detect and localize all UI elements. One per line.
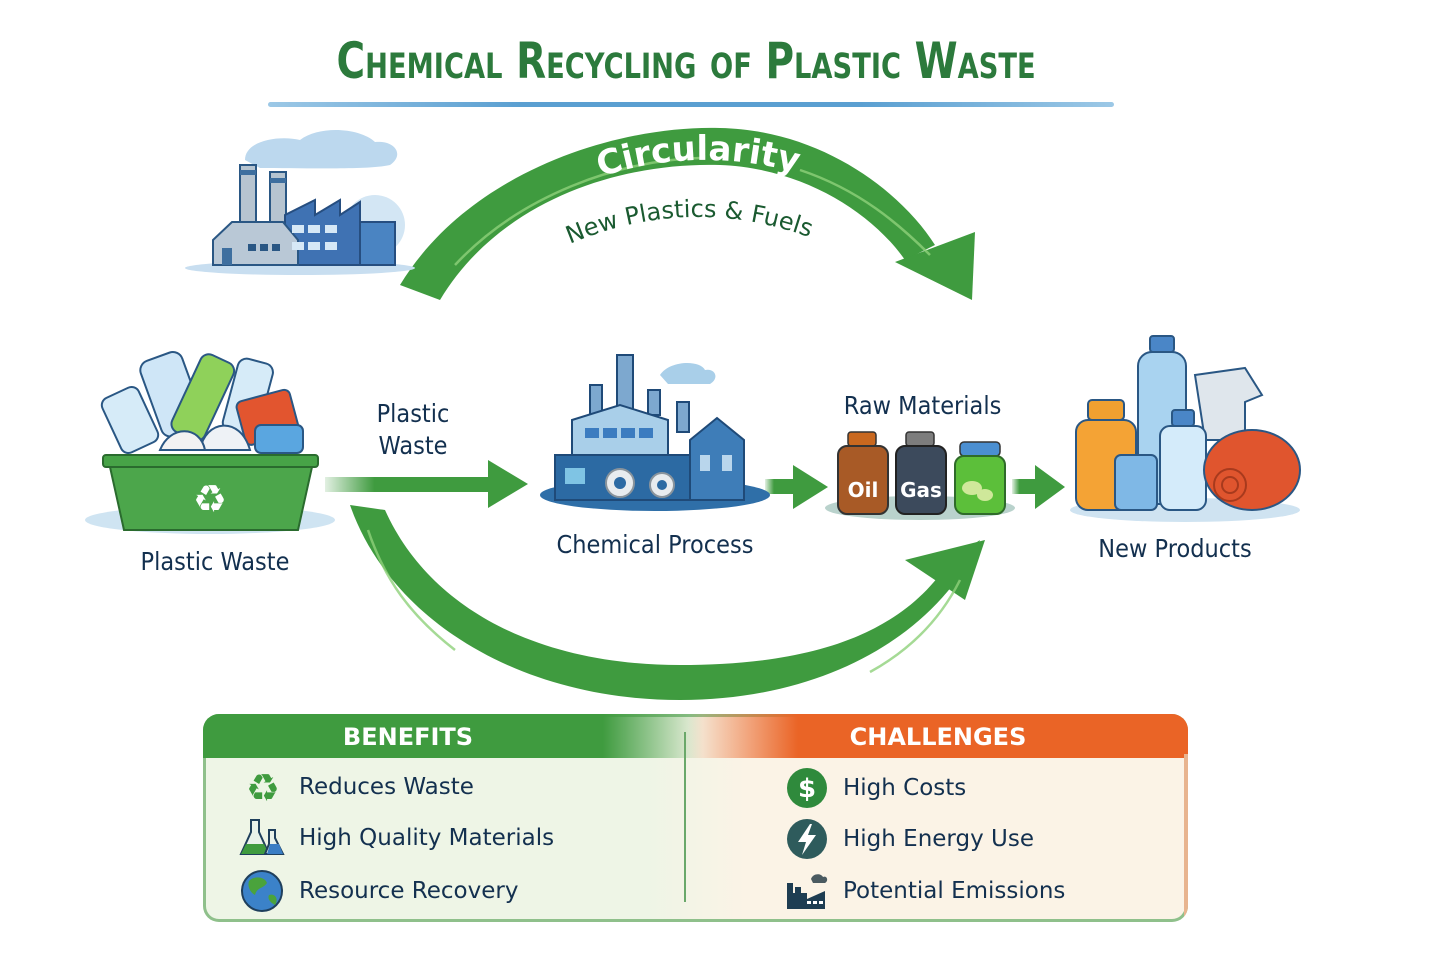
lab-flask-icon: [239, 816, 287, 860]
raw-materials-jars-icon: Oil Gas: [825, 431, 1015, 520]
stage-label-raw-materials: Raw Materials: [843, 391, 1002, 420]
factory-icon: [185, 130, 415, 275]
challenge-item: Potential Emissions: [783, 869, 1065, 913]
stage-label-chemical-process: Chemical Process: [556, 530, 754, 559]
factory-emissions-icon: [783, 869, 831, 913]
globe-icon: [239, 869, 287, 913]
challenge-item: High Energy Use: [783, 817, 1034, 861]
arrow-raw-to-products: [1012, 465, 1065, 509]
bottom-loop-arrowhead: [905, 540, 985, 600]
svg-text:♻: ♻: [193, 477, 227, 521]
dollar-icon: $: [783, 766, 831, 810]
chemical-plant-icon: [540, 354, 770, 511]
svg-text:♻: ♻: [246, 766, 280, 810]
benefit-item: ♻ Reduces Waste: [239, 765, 474, 810]
bottom-loop-arc: [350, 505, 985, 700]
arrow-process-to-raw: [765, 465, 828, 509]
arrow-label-line1: Plastic: [376, 399, 450, 428]
circularity-label: Circularity: [592, 129, 804, 186]
new-products-icon: [1070, 335, 1301, 522]
recycle-icon: ♻: [239, 765, 287, 810]
challenges-header: CHALLENGES: [688, 714, 1188, 758]
benefit-item: High Quality Materials: [239, 816, 554, 860]
svg-text:Oil: Oil: [848, 478, 879, 502]
title-underline: [268, 102, 1114, 107]
page-title: Chemical Recycling of Plastic Waste: [336, 32, 1036, 90]
circularity-arc: [400, 127, 975, 300]
panel-right-edge: [1184, 754, 1188, 922]
oil-jar: Oil: [837, 431, 889, 515]
stage-label-plastic-waste: Plastic Waste: [140, 547, 290, 576]
arrow-label-line2: Waste: [378, 431, 448, 460]
recycling-bin-icon: ♻: [85, 351, 335, 534]
benefits-challenges-panel: BENEFITS CHALLENGES ♻ Reduces Waste High…: [203, 714, 1188, 922]
svg-text:Gas: Gas: [900, 478, 942, 502]
circularity-arrowhead: [895, 232, 975, 300]
benefits-header: BENEFITS: [203, 714, 703, 758]
panel-divider: [684, 732, 686, 902]
svg-text:$: $: [798, 774, 816, 804]
gas-jar: Gas: [895, 431, 947, 515]
benefit-item: Resource Recovery: [239, 869, 518, 913]
new-plastics-fuels-label: New Plastics & Fuels: [562, 195, 817, 250]
arrow-label-plastic-waste: Plastic Waste: [359, 398, 467, 462]
stage-label-new-products: New Products: [1098, 534, 1252, 563]
pellets-jar: [954, 441, 1006, 515]
arrow-waste-to-process: [325, 460, 528, 508]
lightning-icon: [783, 817, 831, 861]
challenge-item: $ High Costs: [783, 766, 966, 810]
